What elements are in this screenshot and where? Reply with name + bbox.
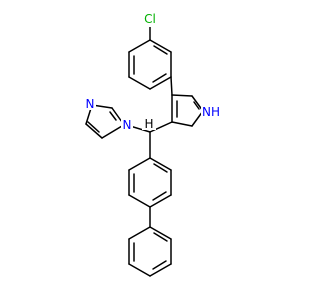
double-bond-inner: [153, 45, 168, 55]
bond: [149, 39, 172, 53]
atom-label-n-attached: N: [121, 118, 133, 132]
bond: [128, 194, 151, 208]
atom-label-h: H: [142, 117, 156, 131]
bond-aryl-pyrrole: [170, 76, 173, 96]
chlorine-label: Cl: [144, 12, 156, 26]
atom-label-nh: NH: [201, 105, 221, 119]
pyrrole-ring: [171, 94, 204, 127]
methine-h-label: H: [144, 117, 153, 131]
pyrrole-nh-label: NH: [202, 105, 220, 119]
bond-pyrrole-methine: [149, 121, 173, 133]
bond: [128, 76, 151, 90]
double-bond-inner: [152, 260, 167, 270]
bond: [149, 226, 172, 240]
bond: [128, 39, 151, 53]
bond: [128, 157, 151, 171]
biphenyl-ring-1: [128, 157, 172, 208]
double-bond-inner: [152, 73, 167, 83]
double-bond-inner: [153, 163, 168, 173]
bond: [128, 263, 151, 277]
double-bond-inner: [153, 232, 168, 242]
bond: [149, 76, 172, 90]
chlorophenyl-ring: [128, 39, 172, 90]
bond: [171, 121, 193, 127]
atom-label-cl: Cl: [141, 12, 159, 27]
imidazole-n-attached-label: N: [123, 118, 132, 132]
bond: [111, 107, 123, 123]
bond: [171, 94, 193, 97]
bond: [85, 123, 103, 139]
molecule-structure: Cl NH N N H: [84, 12, 221, 277]
double-bond-inner: [193, 101, 200, 110]
double-bond-inner: [109, 111, 117, 121]
imidazole-n-label: N: [86, 97, 95, 111]
bond: [101, 125, 123, 139]
bond: [128, 226, 151, 240]
atom-label-n-ring: N: [84, 97, 96, 111]
double-bond-inner: [152, 191, 167, 201]
bond: [149, 194, 172, 208]
double-bond-inner: [87, 121, 100, 133]
biphenyl-ring-2: [128, 226, 172, 277]
bond: [149, 263, 172, 277]
bond-methine-imidazole: [129, 125, 151, 133]
bond: [149, 157, 172, 171]
